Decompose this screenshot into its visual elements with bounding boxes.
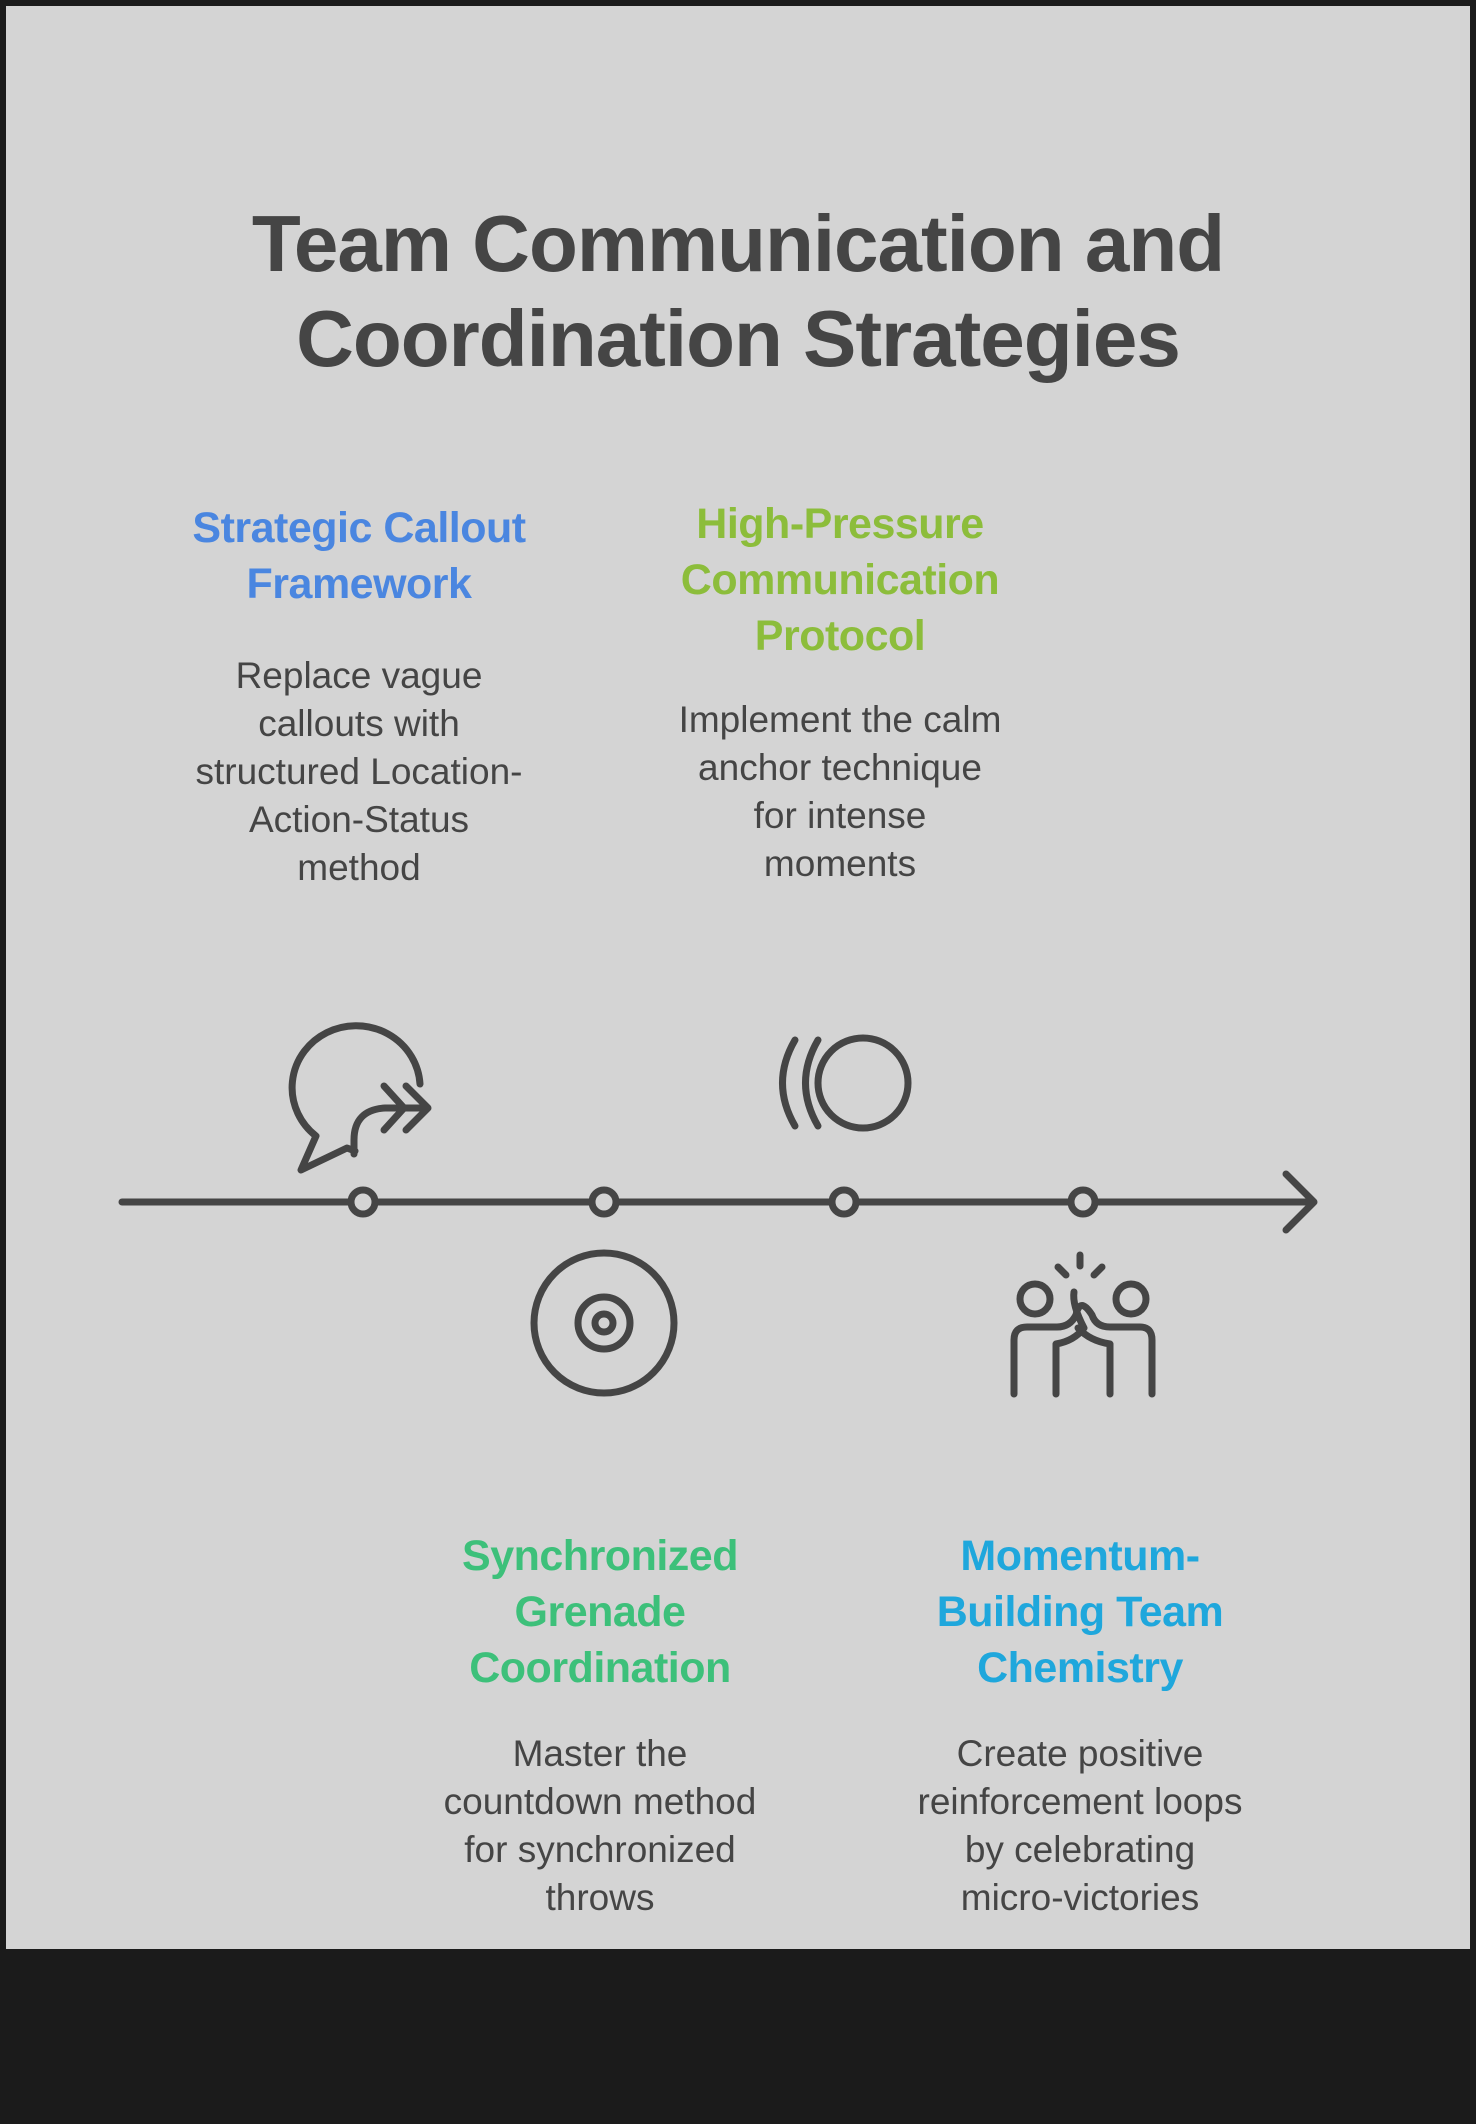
timeline-node	[347, 1186, 379, 1218]
timeline-node	[1067, 1186, 1099, 1218]
item-description-line: throws	[545, 1877, 655, 1918]
item-title-line: Protocol	[754, 612, 926, 660]
item-title-line: Strategic Callout	[192, 504, 526, 552]
item-description-line: moments	[763, 843, 917, 884]
item-description-line: for synchronized	[464, 1829, 736, 1870]
item-description-line: for intense	[753, 795, 927, 836]
item-title-line: Building Team	[936, 1588, 1224, 1636]
page-title: Team Communication and Coordination Stra…	[0, 196, 1476, 386]
timeline-node	[588, 1186, 620, 1218]
calm-waves-icon	[779, 1034, 912, 1132]
timeline-arrowhead-icon	[1282, 1170, 1318, 1234]
item-description-line: micro-victories	[960, 1877, 1200, 1918]
title-line: Coordination Strategies	[296, 294, 1181, 383]
item-description-line: Action-Status	[248, 799, 470, 840]
item-description-line: method	[297, 847, 421, 888]
item-description-line: callouts with	[258, 703, 460, 744]
speech-bubble-forward-icon	[288, 1022, 432, 1174]
item-title-line: Synchronized	[462, 1532, 738, 1580]
item-description-line: structured Location-	[195, 751, 523, 792]
timeline-node	[828, 1186, 860, 1218]
item-description-line: by celebrating	[964, 1829, 1196, 1870]
item-title-line: High-Pressure	[696, 500, 984, 548]
title-line: Team Communication and	[251, 199, 1225, 288]
item-title-line: Chemistry	[977, 1644, 1183, 1692]
item-description-line: anchor technique	[698, 747, 982, 788]
item-title-line: Framework	[246, 560, 472, 608]
high-five-icon	[1010, 1251, 1156, 1398]
item-title-line: Communication	[680, 556, 1000, 604]
infographic-panel	[6, 6, 1470, 1949]
item-description-line: Implement the calm	[678, 699, 1002, 740]
target-icon	[530, 1249, 678, 1397]
item-description-line: Replace vague	[235, 655, 483, 696]
item-description: Create positive reinforcement loops by cel…	[870, 1730, 1290, 1922]
item-description-line: Create positive	[956, 1733, 1204, 1774]
item-title-line: Momentum-	[960, 1532, 1200, 1580]
item-title-line: Coordination	[469, 1644, 731, 1692]
item-title-line: Grenade	[514, 1588, 686, 1636]
item-description: Master the countdown method for synchroniz…	[390, 1730, 810, 1922]
item-description: Replace vague callouts with structured Loc…	[149, 652, 569, 892]
item-description: Implement the calm anchor technique for in…	[630, 696, 1050, 888]
item-description-line: countdown method	[443, 1781, 757, 1822]
item-description-line: reinforcement loops	[917, 1781, 1243, 1822]
item-description-line: Master the	[512, 1733, 688, 1774]
